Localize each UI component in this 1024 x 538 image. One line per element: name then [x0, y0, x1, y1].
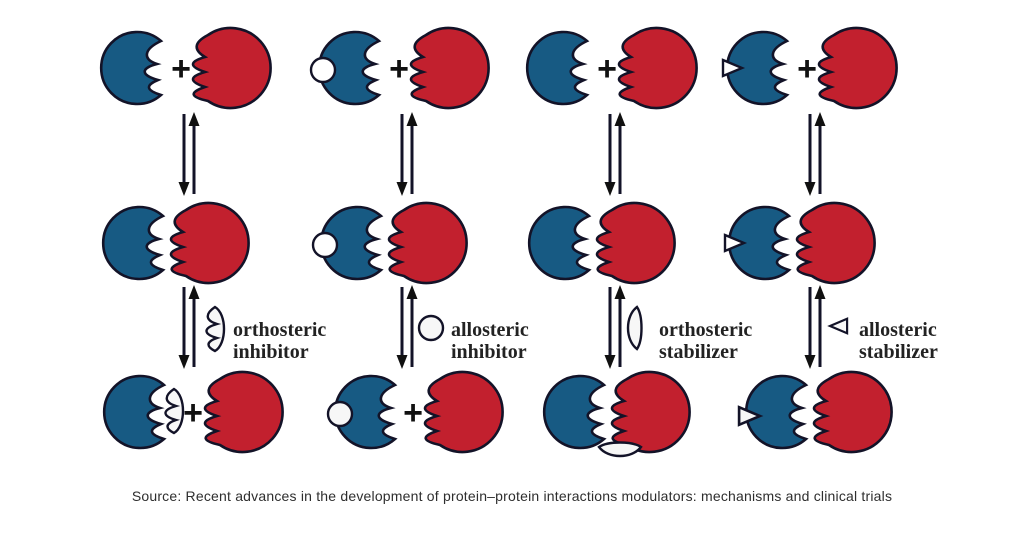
- protein-b-blob: [409, 26, 490, 110]
- plus-sign: +: [403, 394, 423, 432]
- modulator-label-line2: inhibitor: [451, 341, 527, 363]
- bound-complex: [101, 201, 250, 285]
- modulator-annotation: orthosteric stabilizer: [626, 305, 752, 363]
- plus-sign: +: [389, 50, 409, 88]
- outcome-state: [542, 370, 691, 458]
- column-allosteric-stabilizer: + allosteric stabilizer: [721, 26, 938, 454]
- equilibrium-arrow: [803, 283, 827, 371]
- bound-complex: [527, 201, 676, 285]
- allosteric-stabilizer-shape: [828, 317, 849, 335]
- equilibrium-arrow: [603, 110, 627, 198]
- plus-sign: +: [597, 50, 617, 88]
- plus-sign: +: [797, 50, 817, 88]
- equilibrium-arrow: [803, 110, 827, 198]
- unbound-pair: +: [721, 26, 898, 110]
- column-orthosteric-stabilizer: + orthosteric stabilizer: [525, 26, 752, 458]
- protein-b-blob: [423, 370, 504, 454]
- bound-orthosteric-stabilizer: [597, 441, 643, 458]
- equilibrium-arrow: [395, 110, 419, 198]
- protein-a-blob: [99, 30, 163, 106]
- column-orthosteric-inhibitor: + orthosteric inhibitor +: [99, 26, 326, 454]
- bound-complex: [723, 201, 876, 285]
- diagram-canvas: + orthosteric inhibitor +: [99, 26, 938, 458]
- protein-a-blob: [542, 374, 606, 450]
- allosteric-site-notch: [309, 56, 337, 84]
- protein-b-blob: [191, 26, 272, 110]
- unbound-pair: +: [99, 26, 272, 110]
- protein-b-blob: [610, 370, 691, 454]
- protein-b-blob: [812, 370, 893, 454]
- bound-orthosteric-inhibitor: [164, 387, 185, 435]
- orthosteric-stabilizer-shape: [626, 305, 643, 351]
- allosteric-site-notch: [311, 231, 339, 259]
- modulator-annotation: allosteric inhibitor: [417, 314, 529, 363]
- bound-complex: [311, 201, 468, 285]
- outcome-state: +: [326, 370, 504, 454]
- protein-a-blob: [102, 374, 166, 450]
- modulator-annotation: allosteric stabilizer: [828, 317, 938, 363]
- protein-a-blob: [744, 374, 808, 450]
- protein-b-blob: [595, 201, 676, 285]
- protein-b-blob: [387, 201, 468, 285]
- protein-a-blob: [101, 205, 165, 281]
- equilibrium-arrow: [603, 283, 627, 371]
- modulator-label-line1: allosteric: [451, 319, 529, 341]
- modulator-label-line1: orthosteric: [233, 319, 326, 341]
- modulator-label-line1: allosteric: [859, 319, 937, 341]
- outcome-state: [737, 370, 893, 454]
- equilibrium-arrow: [177, 283, 201, 371]
- protein-b-blob: [795, 201, 876, 285]
- equilibrium-arrow: [177, 110, 201, 198]
- equilibrium-arrow: [395, 283, 419, 371]
- protein-a-blob: [527, 205, 591, 281]
- protein-b-blob: [169, 201, 250, 285]
- protein-b-blob: [617, 26, 698, 110]
- bound-allosteric-inhibitor: [326, 400, 354, 428]
- modulator-annotation: orthosteric inhibitor: [205, 305, 326, 363]
- modulator-label-line2: stabilizer: [859, 341, 938, 363]
- orthosteric-inhibitor-shape: [205, 305, 226, 353]
- unbound-pair: +: [525, 26, 698, 110]
- plus-sign: +: [171, 50, 191, 88]
- protein-b-blob: [817, 26, 898, 110]
- modulator-label-line1: orthosteric: [659, 319, 752, 341]
- unbound-pair: +: [309, 26, 490, 110]
- protein-a-blob: [525, 30, 589, 106]
- modulator-label-line2: stabilizer: [659, 341, 738, 363]
- outcome-state: +: [102, 370, 284, 454]
- column-allosteric-inhibitor: + allosteric inhibitor +: [309, 26, 529, 454]
- protein-b-blob: [203, 370, 284, 454]
- plus-sign: +: [183, 394, 203, 432]
- allosteric-inhibitor-shape: [417, 314, 445, 342]
- source-caption: Source: Recent advances in the developme…: [131, 488, 893, 504]
- modulator-label-line2: inhibitor: [233, 341, 309, 363]
